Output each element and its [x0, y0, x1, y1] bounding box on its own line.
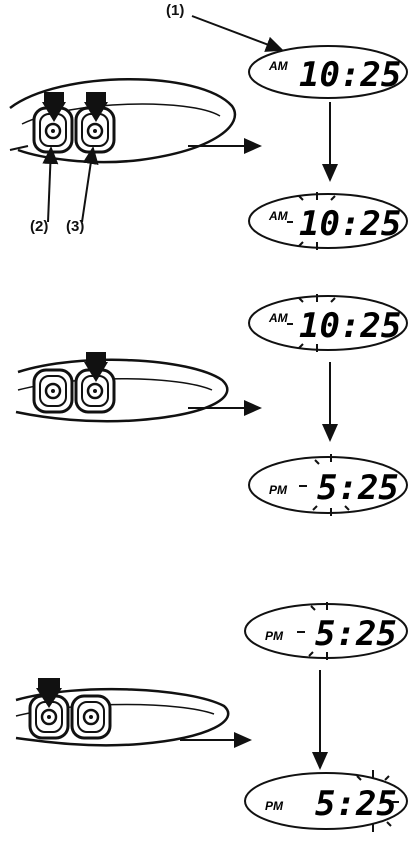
blink-marks-hour	[287, 294, 336, 352]
callout-2-leader	[42, 146, 59, 223]
lcd-display-step1-before: AM 10:25	[247, 44, 409, 100]
time-readout: 10:25	[299, 55, 401, 95]
press-arrow-icon	[42, 92, 108, 122]
callout-2-label: (2)	[30, 218, 49, 235]
ampm-indicator: PM	[269, 483, 288, 497]
time-readout: 10:25	[299, 306, 401, 346]
time-readout: 5:25	[317, 468, 399, 508]
press-arrow-icon	[36, 678, 62, 708]
lcd-display-step3-before: PM 5:25	[243, 600, 409, 662]
blink-marks-hour	[297, 602, 328, 660]
ampm-indicator: PM	[265, 629, 284, 643]
ampm-indicator: AM	[268, 209, 289, 223]
lcd-display-step3-after: PM 5:25	[243, 768, 409, 834]
ampm-indicator: AM	[268, 311, 289, 325]
lcd-display-step2-after: PM 5:25	[247, 452, 409, 518]
callout-1-leader	[191, 15, 284, 52]
blink-marks-hour	[287, 192, 336, 250]
lcd-display-step1-after: AM 10:25	[247, 190, 409, 252]
callout-3-leader	[81, 146, 99, 223]
callout-1-label: (1)	[166, 2, 185, 19]
button-3-step3	[70, 694, 112, 740]
blink-marks-hour	[299, 454, 350, 516]
callout-3-label: (3)	[66, 218, 85, 235]
time-readout: 10:25	[299, 204, 401, 244]
ampm-indicator: PM	[265, 799, 284, 813]
ampm-indicator: AM	[268, 59, 289, 73]
button-2-step2	[32, 368, 74, 414]
press-arrow-icon	[84, 352, 108, 382]
time-readout: 5:25	[315, 784, 397, 824]
lcd-display-step2-before: AM 10:25	[247, 292, 409, 354]
time-readout: 5:25	[315, 614, 397, 654]
blink-marks-minute	[356, 770, 399, 832]
